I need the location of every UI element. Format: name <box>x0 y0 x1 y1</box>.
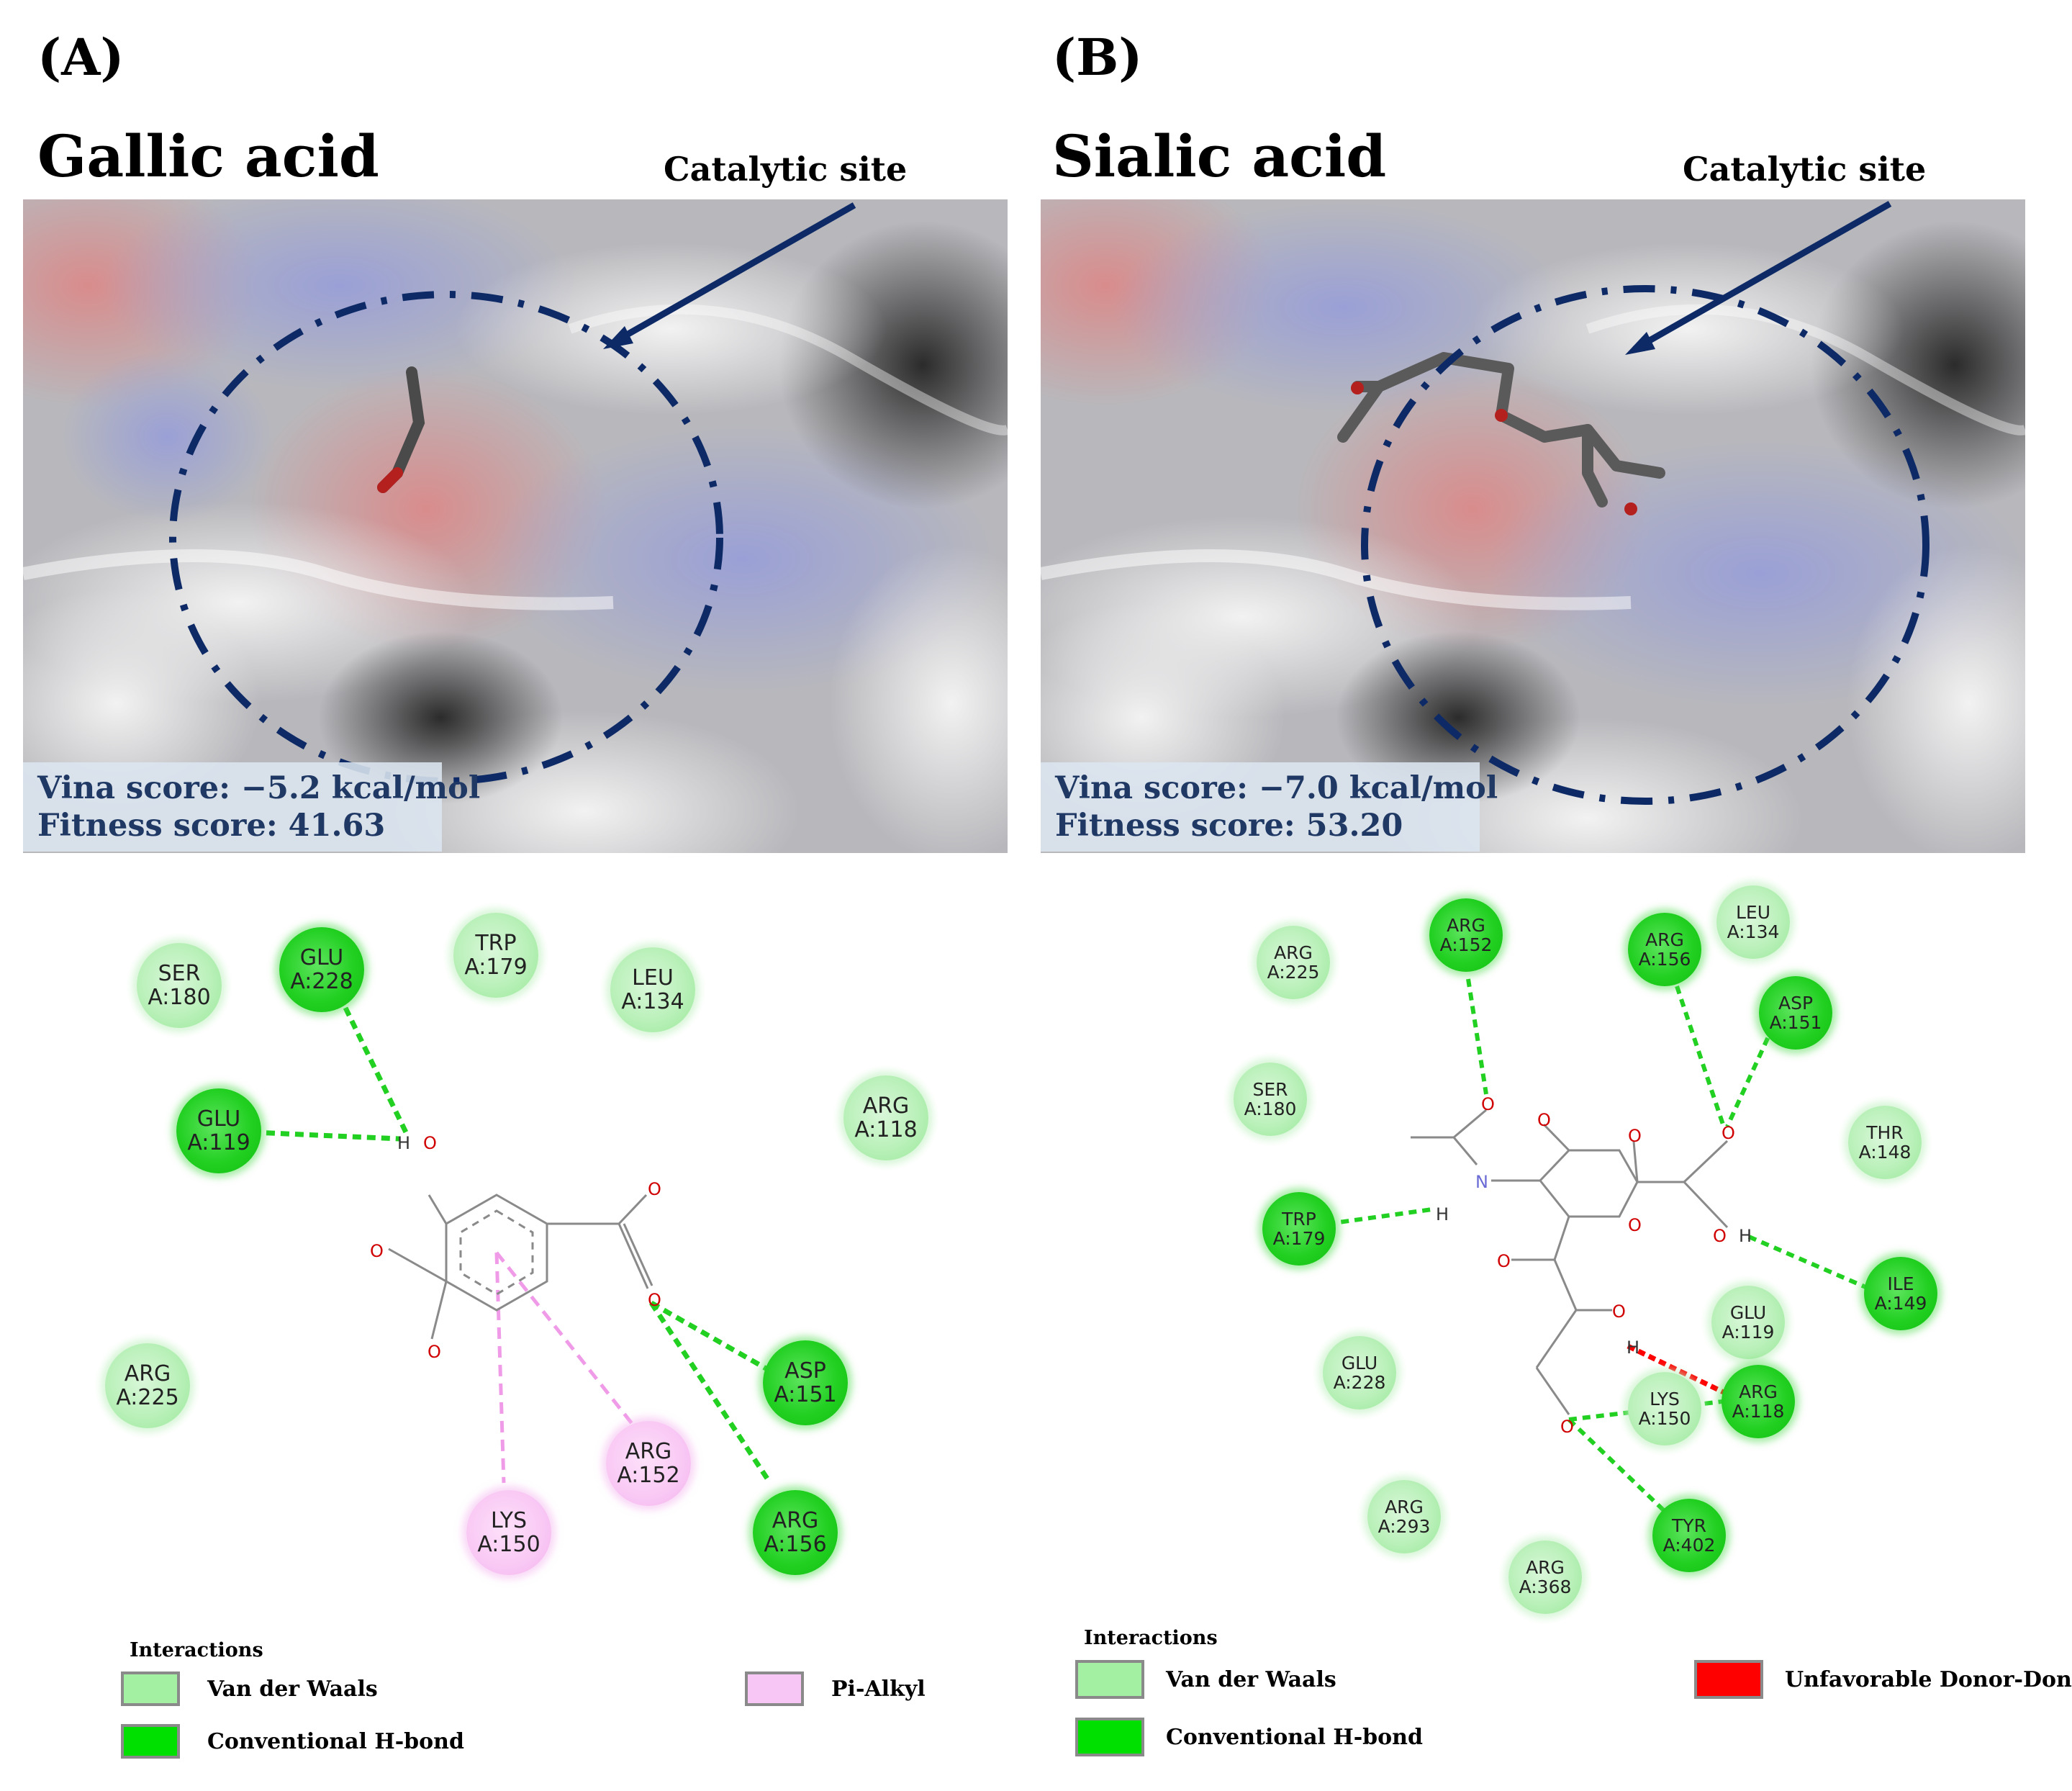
hbond-line-arg152-b <box>1466 978 1488 1095</box>
panel-a-surface-image: Vina score: −5.2 kcal/mol Fitness score:… <box>23 199 1008 853</box>
panel-a-molecule-title: Gallic acid <box>37 122 379 190</box>
atom-o-carboxyl-2: O <box>648 1290 661 1310</box>
atom-n: N <box>1475 1172 1488 1192</box>
legend-a-pi-alkyl-swatch <box>745 1672 804 1706</box>
atom-o-carboxyl-1: O <box>1722 1123 1735 1143</box>
atom-o-bottom: O <box>427 1342 441 1362</box>
panel-b-score-box: Vina score: −7.0 kcal/mol Fitness score:… <box>1041 762 1498 852</box>
panel-a-score-box: Vina score: −5.2 kcal/mol Fitness score:… <box>23 762 481 852</box>
atom-o-side-1: O <box>1497 1251 1511 1271</box>
atom-o-acetyl: O <box>1481 1094 1495 1114</box>
atom-h-side: H <box>1627 1337 1639 1358</box>
atom-o-carboxyl-2: O <box>1713 1226 1727 1246</box>
panel-b-interaction-diagram: O O O O O O O O O N H H H <box>1286 978 1887 1535</box>
legend-b-hbond-swatch <box>1075 1718 1144 1756</box>
panel-b-molecule-title: Sialic acid <box>1052 122 1387 190</box>
atom-o-left: O <box>370 1241 384 1261</box>
hbond-line-glu228 <box>343 1006 410 1135</box>
panel-b-catalytic-site-label: Catalytic site <box>1683 150 1927 189</box>
panel-b-surface-render <box>1041 199 2025 853</box>
legend-b-vdw: Van der Waals <box>1075 1660 1336 1699</box>
atom-o-side-2: O <box>1612 1301 1626 1322</box>
atom-o-ring-top: O <box>1537 1110 1551 1130</box>
atom-h-carboxyl: H <box>1739 1226 1752 1246</box>
panel-a-surface-render <box>23 199 1008 853</box>
pi-alkyl-line-lys150 <box>494 1252 506 1484</box>
hbond-line-trp179-b <box>1286 1207 1433 1232</box>
hbond-line-arg156 <box>649 1301 772 1484</box>
panel-a-fitness-score: Fitness score: 41.63 <box>37 808 386 844</box>
legend-a-hbond-swatch <box>121 1724 180 1759</box>
legend-a-hbond: Conventional H-bond <box>121 1724 464 1759</box>
legend-a-vdw-swatch <box>121 1672 180 1706</box>
atom-h-amide: H <box>1436 1204 1449 1224</box>
hbond-line-ile149-b <box>1747 1235 1887 1298</box>
legend-b-vdw-swatch <box>1075 1660 1144 1699</box>
legend-b-hbond: Conventional H-bond <box>1075 1718 1423 1756</box>
panel-b-legend-title: Interactions <box>1084 1627 1218 1649</box>
panel-a-interaction-diagram: O O O O O H <box>237 1006 779 1484</box>
hbond-line-glu119 <box>237 1129 400 1142</box>
atom-o-top: O <box>423 1133 437 1153</box>
pi-alkyl-line-arg152 <box>495 1251 635 1427</box>
panel-b-label: (B) <box>1052 27 1143 87</box>
atom-o-carboxyl-1: O <box>648 1179 661 1199</box>
hbond-line-asp151-b <box>1725 999 1787 1128</box>
gallic-acid-structure <box>388 1194 653 1340</box>
legend-b-unfavorable-swatch <box>1694 1660 1763 1699</box>
panel-a-legend-title: Interactions <box>130 1639 263 1661</box>
atom-o-side-3: O <box>1560 1417 1574 1437</box>
panel-b-vina-score: Vina score: −7.0 kcal/mol <box>1055 770 1498 806</box>
panel-a-label: (A) <box>37 27 125 87</box>
panel-a-catalytic-site-label: Catalytic site <box>664 150 908 189</box>
sialic-acid-structure <box>1411 1109 1729 1415</box>
panel-a-vina-score: Vina score: −5.2 kcal/mol <box>37 770 481 806</box>
hbond-line-arg156-b <box>1675 985 1726 1127</box>
panel-b-surface-image: Vina score: −7.0 kcal/mol Fitness score:… <box>1041 199 2025 853</box>
atom-h: H <box>397 1133 410 1153</box>
legend-b-unfavorable: Unfavorable Donor-Donor <box>1694 1660 2072 1699</box>
legend-a-vdw: Van der Waals <box>121 1672 378 1706</box>
atom-o-ring-right: O <box>1628 1126 1642 1146</box>
hbond-line-asp151 <box>650 1300 779 1378</box>
panel-b-fitness-score: Fitness score: 53.20 <box>1055 808 1403 844</box>
atom-o-ring: O <box>1628 1215 1642 1235</box>
legend-a-pi-alkyl: Pi-Alkyl <box>745 1672 926 1706</box>
